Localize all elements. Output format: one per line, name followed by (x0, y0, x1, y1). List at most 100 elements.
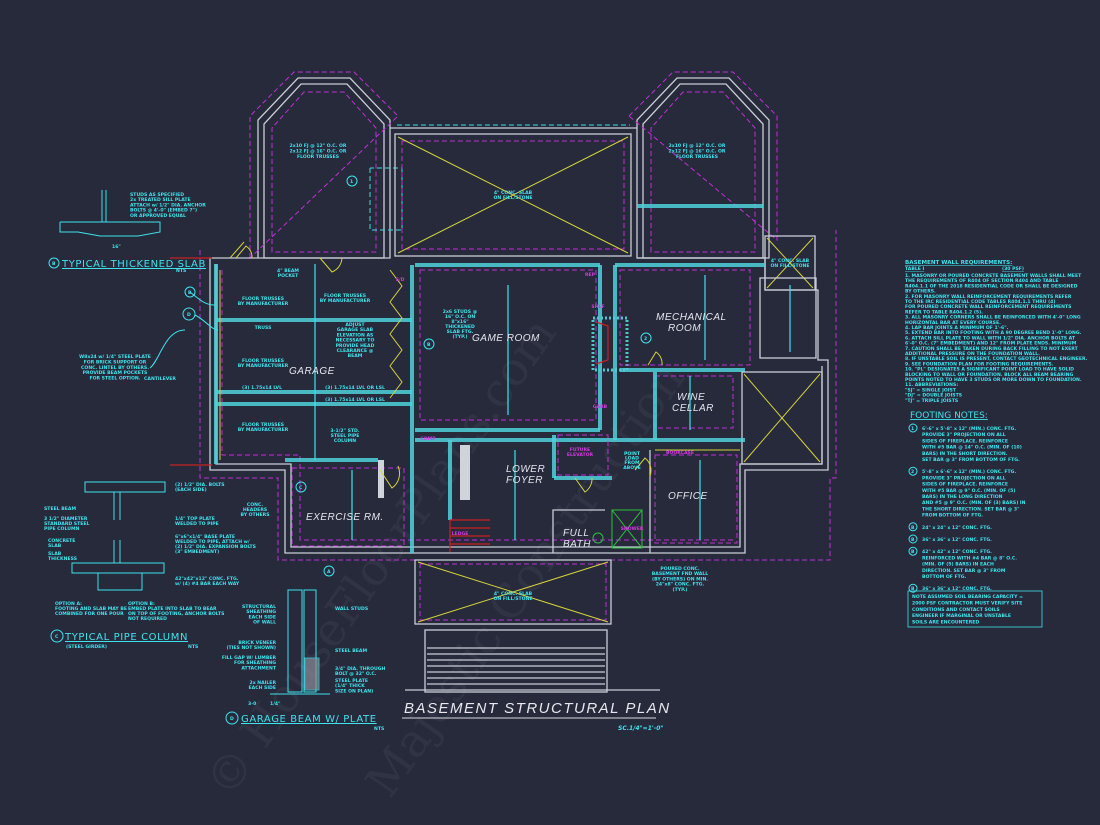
detail-d-note-left: EACH SIDE (249, 614, 276, 620)
detail-b-note: 2x TREATED SILL PLATE (130, 197, 191, 203)
drawing-title-block: BASEMENT STRUCTURAL PLAN SC.1/4"=1'-0" (402, 700, 671, 732)
footing-note-line: FROM BOTTOM OF FTG. (922, 513, 983, 519)
marker-b: B (188, 290, 192, 296)
pipe-column-callout: 3-1/2" STD. (330, 428, 359, 434)
detail-c-note-right: WELDED TO PIPE (175, 521, 219, 527)
adjust-slab-callout: GARAGE SLAB (337, 327, 374, 333)
footing-note-line: DIRECTION. SET BAR @ 3" FROM (922, 568, 1006, 574)
detail-c-option-b: OPTION B: (128, 601, 155, 607)
adjust-slab-callout: CLEARANCE @ (337, 348, 374, 354)
footing-note-marker-circle (908, 466, 918, 476)
soil-note-line: CONDITIONS AND CONTACT SOILS (912, 607, 1000, 613)
detail-b-note: BOLTS @ 4'-0" (EMBED 7") (130, 208, 197, 214)
marker-d: D (187, 312, 191, 318)
point-load-label: LOAD (625, 456, 639, 462)
wall-req-line: TO THE IRC RESIDENTIAL CODE TABLES R404.… (905, 299, 1055, 305)
wall-req-title: BASEMENT WALL REQUIREMENTS: (905, 260, 1012, 266)
room-wine-line1: WINE (677, 392, 705, 403)
detail-d-note-right: STEEL PLATE (335, 678, 368, 684)
detail-d-note-right: (1/4" THICK (335, 683, 365, 689)
marker-b2: B (427, 342, 431, 348)
detail-c-note-right: w/ (4) #4 BAR EACH WAY (175, 581, 240, 587)
center-slab-area (394, 133, 632, 257)
room-exercise: EXERCISE RM. (306, 512, 384, 523)
detail-d-note-left: FILL GAP W/ LUMBER (222, 655, 277, 661)
detail-c-note-left: THICKNESS (48, 556, 77, 562)
detail-c-note-left: 3 1/2" DIAMETER (44, 516, 88, 522)
marker-c: C (299, 485, 303, 491)
wall-req-line: "DJ" = DOUBLE JOISTS (905, 393, 962, 399)
future-elevator-label: ELEVATOR (567, 452, 594, 458)
footing-note-line: PROVIDE 3" PROJECTION ON ALL (922, 432, 1006, 438)
footing-note-marker: 2 (911, 469, 914, 475)
detail-c-note-left: CONCRETE (48, 538, 75, 544)
steel-plate-callout: FOR BRICK SUPPORT OR (84, 359, 147, 365)
joist-callout-right: 2x12 FJ @ 16" O.C. OR (669, 149, 726, 155)
detail-d: D GARAGE BEAM W/ PLATE NTS 3-0 1/4" STRU… (222, 589, 385, 732)
studs-callout: SLAB FTG. (447, 329, 474, 335)
beam-pocket-callout: POCKET (278, 273, 299, 279)
footing-note-marker-circle (908, 534, 918, 544)
detail-d-note-right: WALL STUDS (335, 606, 368, 612)
footing-note-line: WITH #5 BAR @ 14" O.C. (MIN. OF (10) (922, 445, 1022, 451)
footing-note-line: SET BAR @ 3" FROM BOTTOM OF FTG. (922, 457, 1020, 463)
wall-req-line: POINTS NOTED TO HAVE 3 STUDS OR MORE DOW… (905, 377, 1082, 383)
floor-trusses-callout: FLOOR TRUSSES (242, 422, 284, 428)
footing-note-line: PROVIDE 3" PROJECTION ON ALL (922, 475, 1006, 481)
marker-a: A (327, 569, 331, 575)
poured-wall-callout: (BY OTHERS) ON MIN. (652, 576, 708, 582)
wall-req-line: BLOCKING TO WALL OR FOUNDATION. BLOCK AL… (905, 372, 1073, 378)
room-foyer-line1: LOWER (506, 464, 545, 475)
wall-req-line: 4. LAP BAR JOINTS A MINIMUM OF 1'-6". (905, 325, 1009, 331)
steel-plate-callout: CONC. LINTEL BY OTHERS. (81, 365, 149, 371)
footing-note-line: BOTTOM OF FTG. (922, 574, 967, 580)
slab-callout-top: ON FILL/STONE (493, 195, 532, 201)
footing-note-marker-circle (908, 522, 918, 532)
footing-note-line: SIDES OF FIREPLACE. REINFORCE (922, 438, 1008, 444)
room-game-room: GAME ROOM (472, 333, 540, 344)
wall-req-line: BY OTHERS. (905, 289, 936, 295)
joist-callout-left: FLOOR TRUSSES (297, 154, 339, 160)
room-mechanical-line2: ROOM (668, 323, 701, 334)
detail-d-marker: D (230, 716, 234, 722)
detail-d-scale: NTS (374, 726, 384, 732)
beam-pocket-callout: 4" BEAM (277, 268, 299, 274)
detail-c-note-right: (2) 1/2" DIA. EXPANSION BOLTS (175, 544, 256, 550)
room-labels: GARAGE GAME ROOM MECHANICAL ROOM WINE CE… (289, 312, 726, 550)
wall-req-table: TABLE I (905, 266, 924, 272)
room-garage: GARAGE (289, 366, 335, 377)
steel-plate-callout: PROVIDE BEAM POCKETS (83, 370, 148, 376)
poured-wall-callout: POURED CONC. (660, 566, 700, 572)
slab-callout-bottom: ON FILL/STONE (493, 596, 532, 602)
wall-req-line: 3. ALL MASONRY CORNERS SHALL BE REINFORC… (905, 315, 1081, 321)
room-foyer-line2: FOYER (506, 475, 543, 486)
studs-callout: 8"x16" (451, 319, 468, 325)
floor-trusses-callout: BY MANUFACTURER (238, 427, 289, 433)
detail-d-note-left: SHEATHING (246, 609, 276, 615)
wall-req-line: 2. FOR MASONRY WALL REINFORCEMENT REQUIR… (905, 294, 1072, 300)
detail-b-scale: NTS (176, 268, 186, 274)
drawing-title: BASEMENT STRUCTURAL PLAN (404, 700, 671, 717)
detail-d-dim-right: 1/4" (270, 701, 280, 707)
joist-callout-right: FLOOR TRUSSES (676, 154, 718, 160)
lvl-callout: (3) 1.75x14 LVL (242, 385, 282, 391)
footing-notes-title: FOOTING NOTES: (910, 411, 988, 421)
detail-c-note-right: (3" EMBEDMENT) (175, 549, 219, 555)
wall-req-line: 7. CAUTION SHALL BE TAKEN DURING BACK FI… (905, 346, 1079, 352)
detail-b-dim: 16" (112, 244, 121, 250)
studs-callout: 16" O.C. ON (445, 314, 476, 320)
detail-d-note-right: STEEL BEAM (335, 648, 367, 654)
steel-plate-callout: W8x24 w/ 1/4" STEEL PLATE (79, 354, 151, 360)
detail-b-note: STUDS AS SPECIFIED (130, 192, 184, 198)
garb-label: GARB (593, 404, 608, 410)
footing-note-marker: B (911, 549, 915, 555)
detail-b: B TYPICAL THICKENED SLAB NTS 16" STUDS A… (48, 190, 206, 274)
shelf-label: SHLF (591, 304, 604, 310)
floor-trusses-callout: FLOOR TRUSSES (242, 358, 284, 364)
wall-req-line: FOR POURED CONCRETE WALL REINFORCEMENT R… (905, 304, 1071, 310)
point-load-label: ABOVE (623, 465, 641, 471)
pipe-column-callout: COLUMN (334, 438, 356, 444)
